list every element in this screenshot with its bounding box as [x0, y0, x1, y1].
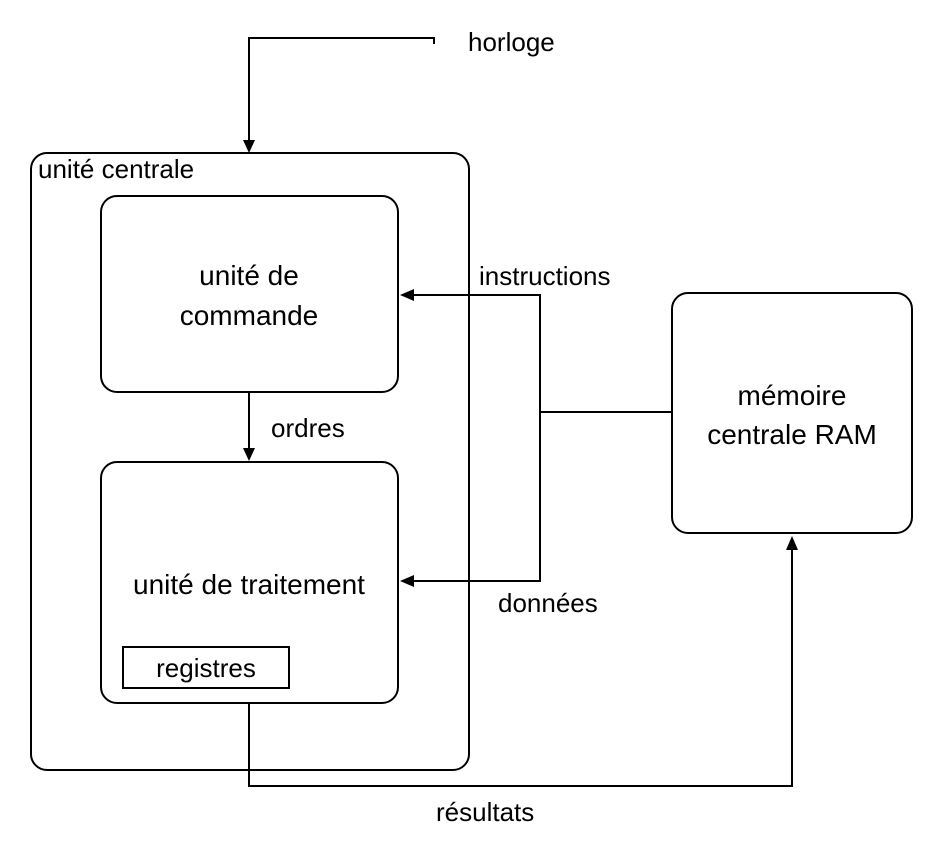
ram-label-line1: mémoire	[738, 380, 847, 411]
results-wire	[248, 548, 793, 787]
clock-arrowhead	[243, 140, 255, 153]
control-unit-label-line1: unité de	[199, 260, 299, 291]
orders-arrowhead	[243, 448, 255, 461]
instructions-arrowhead	[400, 289, 414, 301]
data-arrowhead	[400, 575, 414, 587]
instructions-label: instructions	[479, 261, 611, 291]
central-unit-label: unité centrale	[38, 154, 194, 184]
clock-wire	[248, 37, 435, 142]
clock-label: horloge	[468, 27, 555, 57]
orders-label: ordres	[271, 413, 345, 443]
ram-box	[671, 292, 913, 534]
results-label: résultats	[436, 797, 534, 827]
data-label: données	[498, 588, 598, 618]
registers-label: registres	[156, 653, 256, 683]
results-arrowhead	[786, 536, 798, 550]
registers-box	[122, 646, 290, 689]
control-unit-box	[100, 195, 399, 393]
control-unit-label-line2: commande	[180, 300, 319, 331]
ram-label-line2: centrale RAM	[707, 419, 877, 450]
processing-unit-label: unité de traitement	[133, 569, 365, 600]
